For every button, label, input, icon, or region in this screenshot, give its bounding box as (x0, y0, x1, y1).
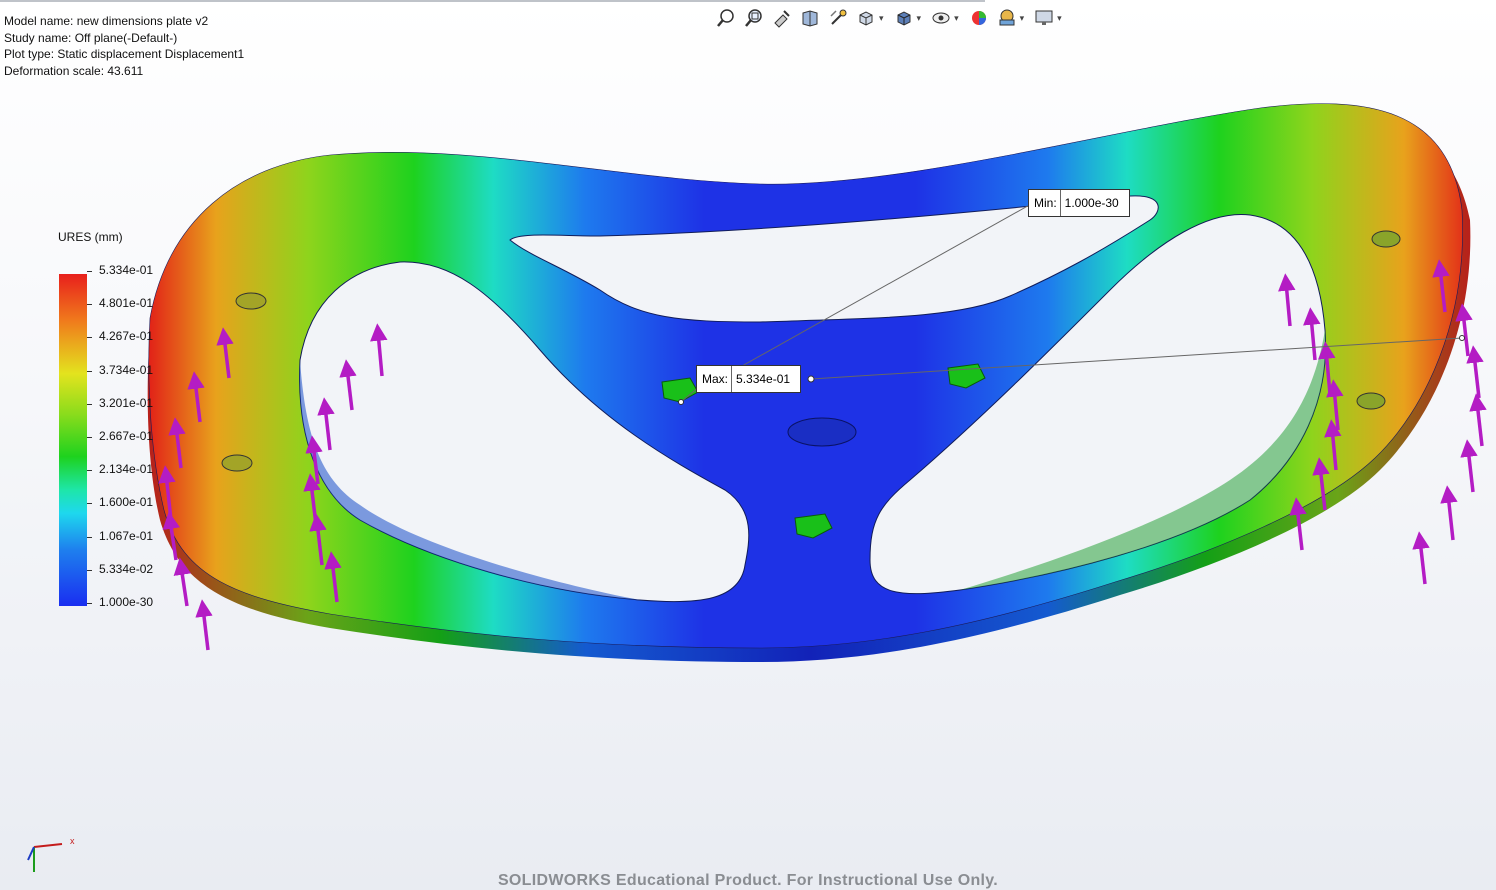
apply-scene-dropdown-icon[interactable]: ▾ (1019, 12, 1025, 23)
legend-label: 1.600e-01 (99, 495, 154, 510)
legend-label: 5.334e-02 (99, 561, 154, 576)
probe-anchor (1459, 335, 1465, 341)
legend-tick (87, 403, 92, 405)
view-orientation-icon[interactable] (854, 6, 878, 30)
legend-tick (87, 536, 92, 538)
hide-show-icon[interactable] (929, 6, 953, 30)
triad-x-label: x (70, 836, 75, 846)
legend-label: 3.734e-01 (99, 362, 154, 377)
plot-type: Plot type: Static displacement Displacem… (4, 47, 245, 61)
legend-tick (87, 304, 92, 306)
window-top-border (0, 0, 985, 2)
display-style-dropdown-icon[interactable]: ▾ (916, 12, 922, 23)
heads-up-view-toolbar: ▾ ▾ ▾ ▾ ▾ (714, 5, 1066, 31)
edit-appearance-icon[interactable] (967, 6, 991, 30)
legend-color-bar[interactable] (59, 274, 87, 606)
mounting-hole (1356, 392, 1386, 410)
load-arrows (158, 259, 1487, 651)
display-style-icon[interactable] (892, 6, 916, 30)
educational-watermark: SOLIDWORKS Educational Product. For Inst… (497, 872, 999, 889)
max-probe-point (807, 375, 815, 383)
legend-tick (87, 337, 92, 339)
fixture-icon[interactable] (661, 363, 986, 539)
legend-label: 3.201e-01 (99, 395, 154, 410)
max-probe-leader (810, 337, 1463, 380)
view-settings-icon[interactable] (1032, 6, 1056, 30)
mounting-hole (235, 292, 267, 310)
plate-cutout-top (509, 195, 1159, 323)
plot-info-panel: Model name: new dimensions plate v2 Stud… (4, 13, 244, 79)
hide-show-dropdown-icon[interactable]: ▾ (954, 12, 959, 23)
legend-tick (87, 370, 92, 372)
zoom-to-fit-icon[interactable] (714, 6, 738, 30)
max-probe-key: Max: (699, 366, 733, 392)
study-name: Study name: Off plane(-Default-) (4, 30, 178, 45)
model-name: Model name: new dimensions plate v2 (4, 14, 209, 28)
min-probe-leader (741, 202, 1034, 367)
legend-tick (87, 470, 92, 472)
center-boss (787, 417, 857, 447)
mounting-hole (221, 454, 253, 472)
section-view-icon[interactable] (798, 6, 822, 30)
min-probe-key: Min: (1031, 190, 1061, 216)
min-probe-value: 1.000e-30 (1064, 196, 1119, 210)
legend-label: 4.801e-01 (99, 296, 154, 311)
coordinate-triad: x (27, 836, 75, 872)
max-probe-value: 5.334e-01 (736, 372, 791, 386)
dynamic-annotation-icon[interactable] (826, 6, 850, 30)
cutout-wall-right (960, 330, 1326, 590)
legend-title: URES (mm) (58, 230, 123, 244)
deformation-scale: Deformation scale: 43.611 (4, 63, 144, 78)
probe-anchor (678, 399, 684, 405)
view-settings-dropdown-icon[interactable]: ▾ (1057, 12, 1062, 23)
legend-tick (87, 603, 92, 604)
legend-tick (87, 503, 92, 505)
min-probe-label[interactable]: Min: 1.000e-30 (1028, 189, 1130, 217)
legend-label: 2.134e-01 (99, 462, 154, 477)
legend-label: 5.334e-01 (99, 263, 154, 277)
legend-label: 2.667e-01 (99, 429, 154, 443)
previous-view-icon[interactable] (770, 6, 794, 30)
mounting-hole (1371, 230, 1401, 248)
legend-label: 1.000e-30 (99, 595, 154, 609)
zoom-to-area-icon[interactable] (742, 6, 766, 30)
legend-label: 4.267e-01 (99, 329, 154, 344)
view-orientation-dropdown-icon[interactable]: ▾ (879, 12, 884, 23)
apply-scene-icon[interactable] (995, 6, 1019, 30)
max-probe-label[interactable]: Max: 5.334e-01 (696, 365, 802, 393)
legend-tick (87, 569, 92, 571)
legend-tick (87, 271, 92, 272)
legend-label: 1.067e-01 (99, 528, 154, 543)
legend-tick (87, 437, 92, 438)
